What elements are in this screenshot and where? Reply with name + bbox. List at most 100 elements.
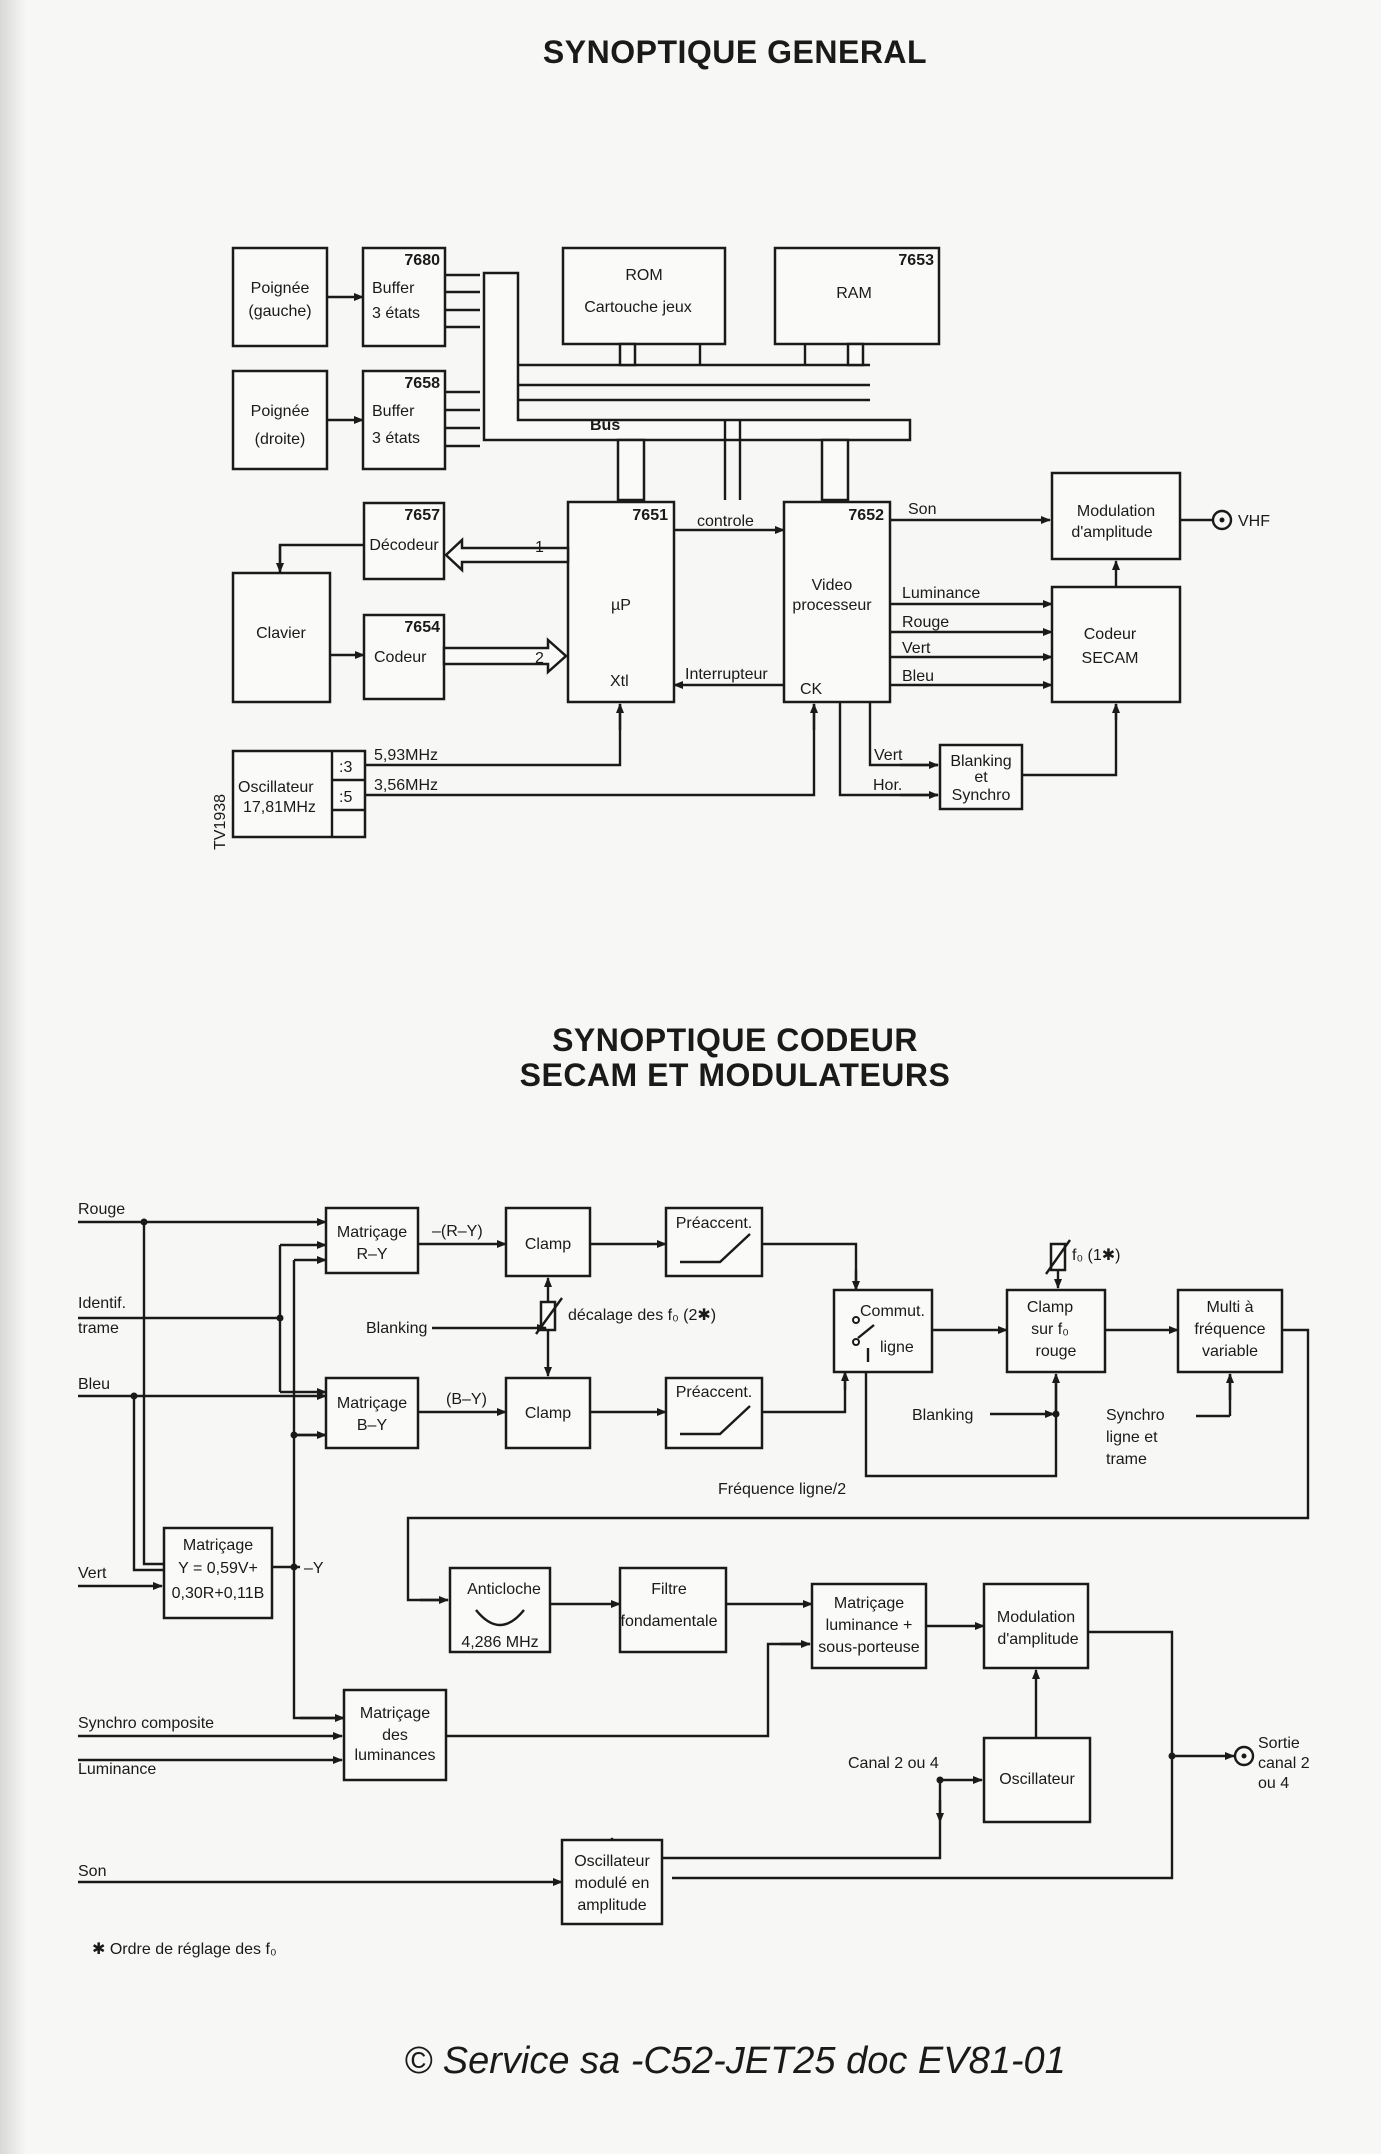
ram-l1: RAM <box>836 285 872 302</box>
preaccent-1-label: Préaccent. <box>676 1215 752 1232</box>
preaccent-2-label: Préaccent. <box>676 1384 752 1401</box>
osc-mod-l2: modulé en <box>575 1875 650 1892</box>
clamp-1-box <box>504 1206 592 1278</box>
buffer-7680-num: 7680 <box>404 252 440 269</box>
canal-label: Canal 2 ou 4 <box>848 1755 939 1772</box>
bus-2-arrow <box>442 637 568 675</box>
osc-2-label: Oscillateur <box>999 1771 1075 1788</box>
video-l2: processeur <box>792 597 872 614</box>
clavier-box <box>231 571 332 704</box>
clamp-fo-l3: rouge <box>1036 1343 1077 1360</box>
minus-y-label: –Y <box>304 1560 324 1577</box>
mat-y-box <box>162 1526 274 1620</box>
filtre-l1: Filtre <box>651 1581 687 1598</box>
modulation-box <box>1050 471 1182 561</box>
anticloche-l1: Anticloche <box>467 1581 541 1598</box>
div3-label: :3 <box>339 759 352 776</box>
clavier-label: Clavier <box>256 625 306 642</box>
ram-num: 7653 <box>898 252 934 269</box>
rouge-label: Rouge <box>902 614 949 631</box>
decodeur-label: Décodeur <box>369 537 439 554</box>
poignee-droite-box <box>231 369 329 471</box>
clamp-1-label: Clamp <box>525 1236 571 1253</box>
codeur-diagram: Rouge Identif. trame Bleu Vert Matriçage… <box>78 1201 1310 1958</box>
ram-box <box>773 246 941 346</box>
buffer-7658-l1: Buffer <box>372 403 415 420</box>
poignee-gauche-l2: (gauche) <box>248 303 311 320</box>
decodeur-num: 7657 <box>404 507 440 524</box>
clamp-fo-l2: sur f₀ <box>1031 1321 1069 1338</box>
mat-lums-l2: des <box>382 1727 408 1744</box>
mat-ry-l2: R–Y <box>356 1246 387 1263</box>
rom-l1: ROM <box>625 267 662 284</box>
mat-y-l2: Y = 0,59V+ <box>178 1560 258 1577</box>
mat-lum-l2: luminance + <box>826 1617 913 1634</box>
clamp-fo-l1: Clamp <box>1027 1299 1073 1316</box>
f2-label: 3,56MHz <box>374 777 438 794</box>
mod-amp-l2: d'amplitude <box>997 1631 1078 1648</box>
in-son: Son <box>78 1863 106 1880</box>
in-bleu: Bleu <box>78 1376 110 1393</box>
filtre-l2: fondamentale <box>621 1613 718 1630</box>
blanking-l1: Blanking <box>950 753 1011 770</box>
sortie-l3: ou 4 <box>1258 1775 1289 1792</box>
blanking2-label: Blanking <box>912 1407 973 1424</box>
multi-box <box>1176 1288 1284 1374</box>
decodeur-box <box>362 501 446 581</box>
mat-ry-box <box>324 1206 420 1275</box>
mat-by-box <box>324 1376 420 1450</box>
video-num: 7652 <box>848 507 884 524</box>
sortie-l2: canal 2 <box>1258 1755 1310 1772</box>
codeur-label: Codeur <box>374 649 427 666</box>
codeur-secam-l1: Codeur <box>1084 626 1137 643</box>
video-l1: Video <box>812 577 853 594</box>
commut-l1: Commut. <box>860 1303 925 1320</box>
modulation-l1: Modulation <box>1077 503 1155 520</box>
mat-by-l1: Matriçage <box>337 1395 407 1412</box>
multi-l2: fréquence <box>1194 1321 1265 1338</box>
modulation-amp-box <box>982 1582 1090 1670</box>
buffer-7658-box <box>361 369 447 471</box>
bus-label: Bus <box>590 417 620 434</box>
by-label: (B–Y) <box>446 1391 487 1408</box>
bus-1-arrow <box>444 537 570 573</box>
oscillateur-box <box>231 749 367 839</box>
blanking-label: Blanking <box>366 1320 427 1337</box>
vert-label: Vert <box>902 640 931 657</box>
codeur-num: 7654 <box>404 619 440 636</box>
vert2-label: Vert <box>874 747 903 764</box>
controle-label: controle <box>697 513 754 530</box>
decalage-label: décalage des f₀ (2✱) <box>568 1307 716 1324</box>
modulation-l2: d'amplitude <box>1071 524 1152 541</box>
buffer-7680-box <box>361 246 447 348</box>
in-identif-2: trame <box>78 1320 119 1337</box>
preaccent-1-box <box>664 1206 764 1278</box>
mat-by-l2: B–Y <box>357 1417 388 1434</box>
general-diagram: Poignée (gauche) Poignée (droite) 7680 B… <box>212 246 1270 850</box>
osc-mod-l1: Oscillateur <box>574 1853 650 1870</box>
multi-l3: variable <box>1202 1343 1258 1360</box>
clamp-fo-box <box>1005 1288 1107 1374</box>
rom-box <box>561 246 727 346</box>
synchro-l3: trame <box>1106 1451 1147 1468</box>
codeur-secam-l2: SECAM <box>1082 650 1139 667</box>
f1-label: 5,93MHz <box>374 747 438 764</box>
rom-l2: Cartouche jeux <box>584 299 692 316</box>
poignee-droite-l1: Poignée <box>251 403 310 420</box>
luminance-label: Luminance <box>902 585 980 602</box>
mat-y-l3: 0,30R+0,11B <box>172 1585 265 1602</box>
commut-ligne-box <box>832 1288 934 1374</box>
blanking-l3: Synchro <box>952 787 1011 804</box>
bus-2-label: 2 <box>535 650 544 667</box>
note-label: ✱ Ordre de réglage des f₀ <box>92 1941 277 1958</box>
synchro-l2: ligne et <box>1106 1429 1158 1446</box>
anticloche-l2: 4,286 MHz <box>461 1634 538 1651</box>
mod-amp-l1: Modulation <box>997 1609 1075 1626</box>
mat-lums-l1: Matriçage <box>360 1705 430 1722</box>
preaccent-2-box <box>664 1376 764 1450</box>
title-general: SYNOPTIQUE GENERAL <box>542 34 928 70</box>
filtre-box <box>618 1566 728 1654</box>
bleu-label: Bleu <box>902 668 934 685</box>
mat-y-l1: Matriçage <box>183 1537 253 1554</box>
